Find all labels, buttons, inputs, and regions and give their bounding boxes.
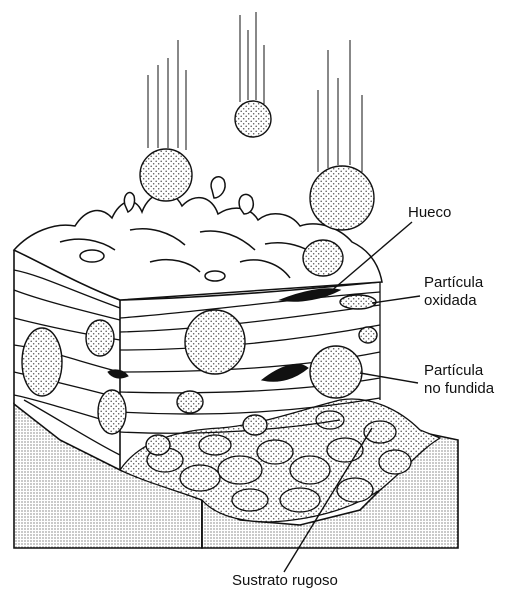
falling-particle-left <box>140 40 192 201</box>
leader-oxidized <box>372 296 420 303</box>
particle-front-large <box>22 328 62 396</box>
particle-small-right <box>359 327 377 343</box>
particle-bottom-left <box>146 435 170 455</box>
void-left <box>108 370 128 378</box>
particle-center-large <box>185 310 245 374</box>
particle-on-top <box>303 240 343 276</box>
particle-lower-mid2 <box>243 415 267 435</box>
particle-lower-mid <box>177 391 203 413</box>
falling-particles <box>140 12 374 230</box>
unmelted-particle <box>310 346 362 398</box>
label-substrate: Sustrato rugoso <box>232 572 338 590</box>
label-void: Hueco <box>408 204 451 222</box>
particle-oxidized <box>340 295 376 309</box>
particle-lower-left <box>98 390 126 434</box>
particle-front-small <box>86 320 114 356</box>
falling-particle-middle <box>235 12 271 137</box>
label-unmelted-particle: Partícula no fundida <box>424 362 494 398</box>
leader-unmelted <box>360 373 418 383</box>
falling-particle-right <box>310 40 374 230</box>
label-oxidized-particle: Partícula oxidada <box>424 274 483 310</box>
